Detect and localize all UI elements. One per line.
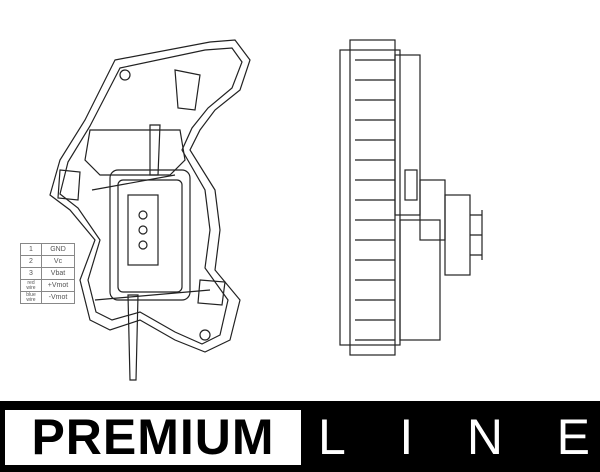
blower-resistor-drawing — [49, 39, 483, 381]
pin-signal: -Vmot — [41, 291, 75, 304]
line-letter: I — [399, 409, 414, 465]
pin-signal: GND — [41, 243, 75, 256]
pin-number: 3 — [20, 267, 42, 280]
pin-number: 1 — [20, 243, 42, 256]
front-view — [49, 39, 251, 381]
pin-signal: Vc — [41, 255, 75, 268]
pin-number: blue wire — [20, 291, 42, 304]
pin-signal: Vbat — [41, 267, 75, 280]
line-letter: E — [556, 409, 590, 465]
table-row: red wire+Vmot — [20, 279, 75, 292]
pin-number: red wire — [20, 279, 42, 292]
pin-signal: +Vmot — [41, 279, 75, 292]
line-letter: L — [318, 409, 346, 465]
line-label: L I N E — [318, 410, 596, 465]
premium-line-banner: PREMIUM L I N E — [0, 401, 600, 472]
pin-number: 2 — [20, 255, 42, 268]
premium-label: PREMIUM — [5, 410, 301, 465]
line-letter: N — [466, 409, 504, 465]
table-row: blue wire-Vmot — [20, 291, 75, 304]
side-view — [339, 39, 483, 356]
